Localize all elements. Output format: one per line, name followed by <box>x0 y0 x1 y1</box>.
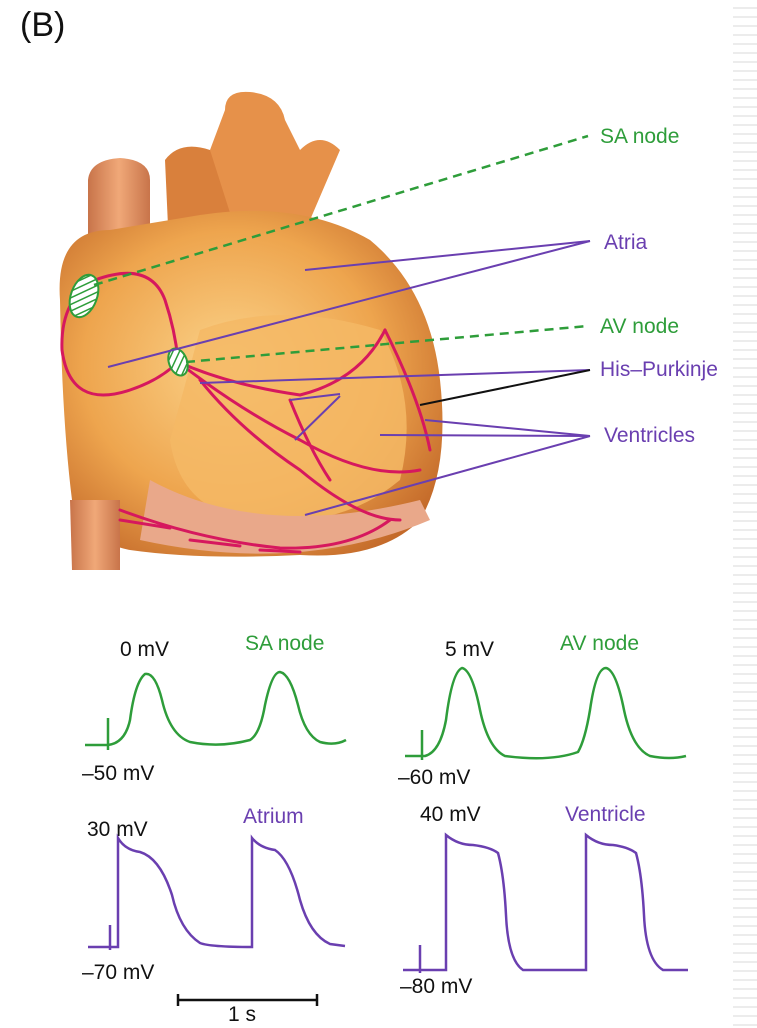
av-bottom-voltage: –60 mV <box>398 766 470 790</box>
sa-bottom-voltage: –50 mV <box>82 762 154 786</box>
label-ventricles: Ventricles <box>604 424 695 448</box>
atrium-trace <box>80 830 350 960</box>
aorta <box>210 92 340 230</box>
ventricle-trace-title: Ventricle <box>565 803 646 827</box>
label-av-node: AV node <box>600 315 679 339</box>
inferior-vena-cava <box>70 500 120 570</box>
sa-top-voltage: 0 mV <box>120 638 169 662</box>
label-atria: Atria <box>604 231 647 255</box>
atrium-bottom-voltage: –70 mV <box>82 961 154 985</box>
atrium-trace-title: Atrium <box>243 805 304 829</box>
ventricle-trace <box>398 825 698 980</box>
ventricle-bottom-voltage: –80 mV <box>400 975 472 999</box>
heart-illustration <box>0 0 757 600</box>
av-top-voltage: 5 mV <box>445 638 494 662</box>
av-node-trace <box>400 660 690 770</box>
time-scale-label: 1 s <box>228 1003 256 1027</box>
sa-trace-title: SA node <box>245 632 324 656</box>
av-trace-title: AV node <box>560 632 639 656</box>
label-his-purkinje: His–Purkinje <box>600 358 718 382</box>
ventricle-top-voltage: 40 mV <box>420 803 481 827</box>
label-sa-node: SA node <box>600 125 679 149</box>
sa-node-trace <box>80 660 350 760</box>
